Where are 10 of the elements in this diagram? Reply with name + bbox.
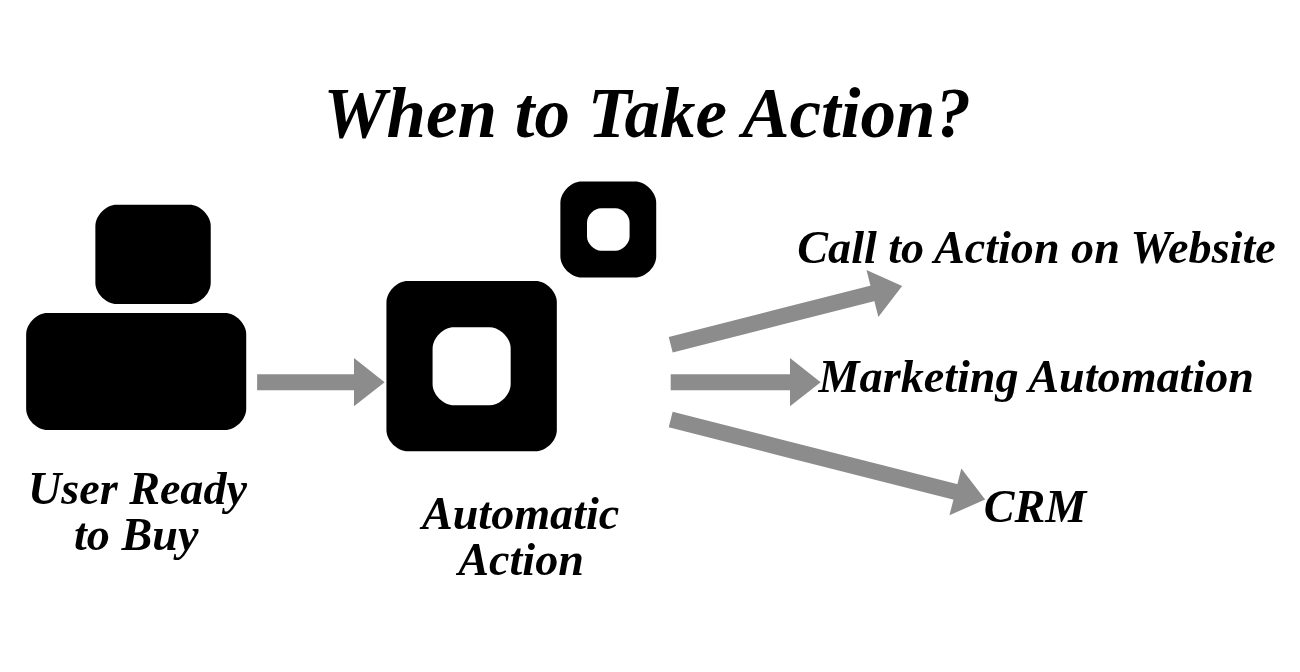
node-label: User Ready to Buy xyxy=(27,463,247,561)
arrow xyxy=(257,358,385,407)
arrow xyxy=(668,270,903,353)
node-text: Call to Action on Website xyxy=(797,221,1276,273)
node-text: CRM xyxy=(983,481,1087,532)
node-label: Automatic Action xyxy=(421,488,620,586)
arrow xyxy=(668,411,986,516)
diagram-title: When to Take Action? xyxy=(323,74,971,153)
node-text: Marketing Automation xyxy=(818,351,1254,403)
arrow xyxy=(670,358,821,407)
